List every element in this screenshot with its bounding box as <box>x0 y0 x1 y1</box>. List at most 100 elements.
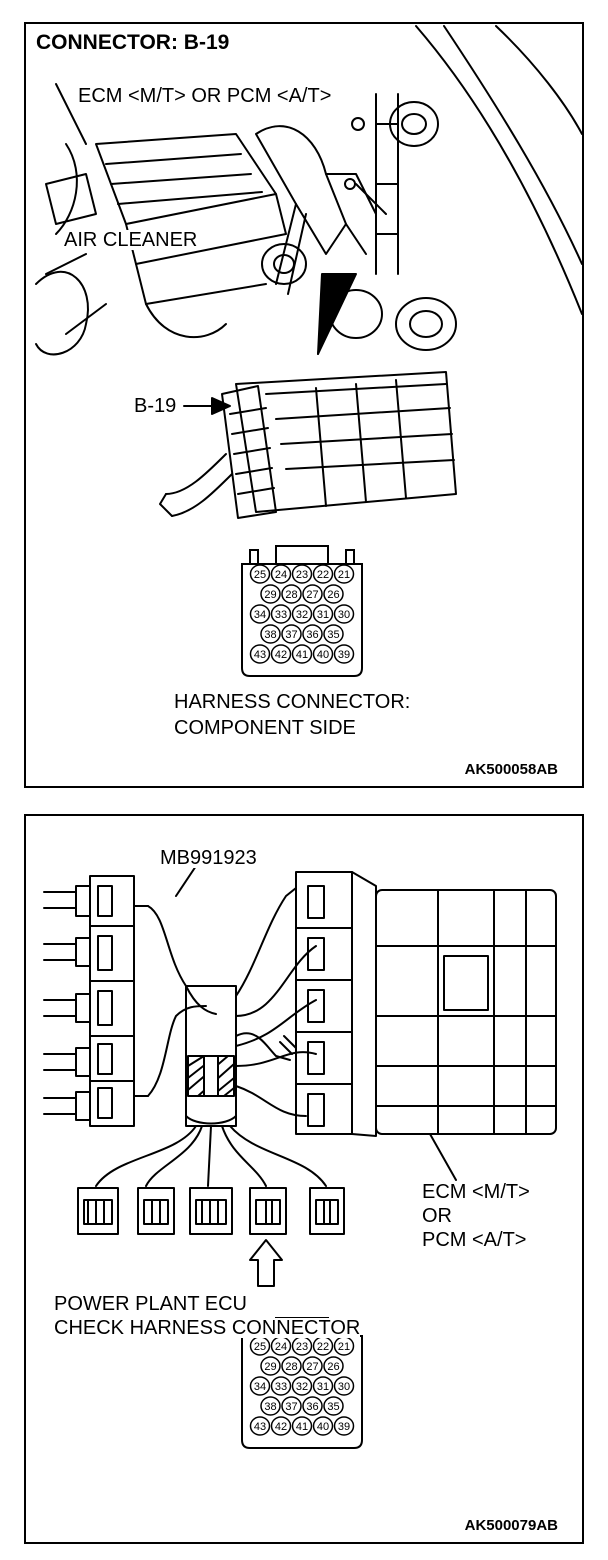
check-pin-label: 21 <box>338 1341 350 1353</box>
b19-pin-label: 29 <box>264 589 276 601</box>
ecm-label-line3: PCM <A/T> <box>422 1229 527 1251</box>
check-pin-label: 24 <box>275 1341 287 1353</box>
tool-label: MB991923 <box>160 847 257 869</box>
check-pin-40 <box>312 1416 334 1436</box>
b19-pin-label: 23 <box>296 569 308 581</box>
b19-pin-label: 30 <box>338 609 350 621</box>
b19-pin-label: 39 <box>338 649 350 661</box>
check-pin-32 <box>291 1376 313 1396</box>
b19-pin-label: 24 <box>275 569 287 581</box>
b19-pin-40 <box>312 644 334 664</box>
check-pin-label: 25 <box>254 1341 266 1353</box>
check-pin-43 <box>249 1416 271 1436</box>
b19-pin-label: 36 <box>306 629 318 641</box>
check-pin-label: 34 <box>254 1381 266 1393</box>
b19-pin-34 <box>249 604 271 624</box>
b19-pin-label: 27 <box>306 589 318 601</box>
check-pin-label: 30 <box>338 1381 350 1393</box>
b19-pin-label: 33 <box>275 609 287 621</box>
check-pin-label: 35 <box>327 1401 339 1413</box>
check-pin-label: 41 <box>296 1421 308 1433</box>
b19-pin-33 <box>270 604 292 624</box>
b19-pin-label: 38 <box>264 629 276 641</box>
check-pin-label: 28 <box>285 1361 297 1373</box>
check-pin-label: 26 <box>327 1361 339 1373</box>
b19-pin-label: 37 <box>285 629 297 641</box>
b19-pin-21 <box>333 564 355 584</box>
check-pin-33 <box>270 1376 292 1396</box>
b19-pin-label: 31 <box>317 609 329 621</box>
b19-pin-label: 40 <box>317 649 329 661</box>
b19-pin-31 <box>312 604 334 624</box>
b19-pin-label: 32 <box>296 609 308 621</box>
check-pin-label: 33 <box>275 1381 287 1393</box>
b19-pin-label: 42 <box>275 649 287 661</box>
b19-pin-23 <box>291 564 313 584</box>
b19-pin-28 <box>281 584 302 604</box>
b19-pin-30 <box>333 604 355 624</box>
air-cleaner-label: AIR CLEANER <box>64 229 198 251</box>
check-pin-label: 42 <box>275 1421 287 1433</box>
b19-pin-38 <box>260 624 281 644</box>
ecm-label-line2: OR <box>422 1205 452 1227</box>
ecm-label-line1: ECM <M/T> <box>422 1181 530 1203</box>
check-pin-label: 32 <box>296 1381 308 1393</box>
b19-pin-label: 41 <box>296 649 308 661</box>
check-label-line2: CHECK HARNESS CONNECTOR <box>54 1317 361 1339</box>
b19-pin-label: 43 <box>254 649 266 661</box>
b19-pin-label: 28 <box>285 589 297 601</box>
b19-pin-35 <box>323 624 344 644</box>
check-pin-41 <box>291 1416 313 1436</box>
check-pin-28 <box>281 1356 302 1376</box>
check-pin-39 <box>333 1416 355 1436</box>
b19-pin-43 <box>249 644 271 664</box>
check-pin-31 <box>312 1376 334 1396</box>
check-pin-label: 40 <box>317 1421 329 1433</box>
b19-pin-42 <box>270 644 292 664</box>
check-pin-label: 29 <box>264 1361 276 1373</box>
check-pin-label: 36 <box>306 1401 318 1413</box>
check-pin-37 <box>281 1396 302 1416</box>
b19-tab-left <box>249 549 259 565</box>
figure-id: AK500058AB <box>464 761 558 778</box>
check-pin-38 <box>260 1396 281 1416</box>
b19-latch <box>275 545 329 564</box>
b19-tab-right <box>345 549 355 565</box>
check-pin-label: 37 <box>285 1401 297 1413</box>
check-pin-label: 27 <box>306 1361 318 1373</box>
b19-pin-24 <box>270 564 292 584</box>
check-pin-34 <box>249 1376 271 1396</box>
b19-pin-label: 22 <box>317 569 329 581</box>
panel-title: CONNECTOR: B-19 <box>36 31 230 54</box>
b19-pin-36 <box>302 624 323 644</box>
b19-pin-label: 34 <box>254 609 266 621</box>
check-pin-30 <box>333 1376 355 1396</box>
b19-pin-39 <box>333 644 355 664</box>
check-pin-26 <box>323 1356 344 1376</box>
b19-pin-label: 35 <box>327 629 339 641</box>
check-pin-27 <box>302 1356 323 1376</box>
b19-pin-41 <box>291 644 313 664</box>
b19-pin-37 <box>281 624 302 644</box>
check-pin-29 <box>260 1356 281 1376</box>
check-pin-36 <box>302 1396 323 1416</box>
b19-pin-25 <box>249 564 271 584</box>
check-housing <box>241 1335 363 1449</box>
figure-id: AK500079AB <box>464 1517 558 1534</box>
check-pin-35 <box>323 1396 344 1416</box>
b19-pin-22 <box>312 564 334 584</box>
check-pin-label: 22 <box>317 1341 329 1353</box>
b19-pin-29 <box>260 584 281 604</box>
b19-connector-label: B-19 <box>134 395 177 417</box>
check-pin-label: 38 <box>264 1401 276 1413</box>
harness-label-line1: HARNESS CONNECTOR: <box>174 691 411 713</box>
b19-pin-label: 26 <box>327 589 339 601</box>
b19-pin-26 <box>323 584 344 604</box>
b19-pin-27 <box>302 584 323 604</box>
